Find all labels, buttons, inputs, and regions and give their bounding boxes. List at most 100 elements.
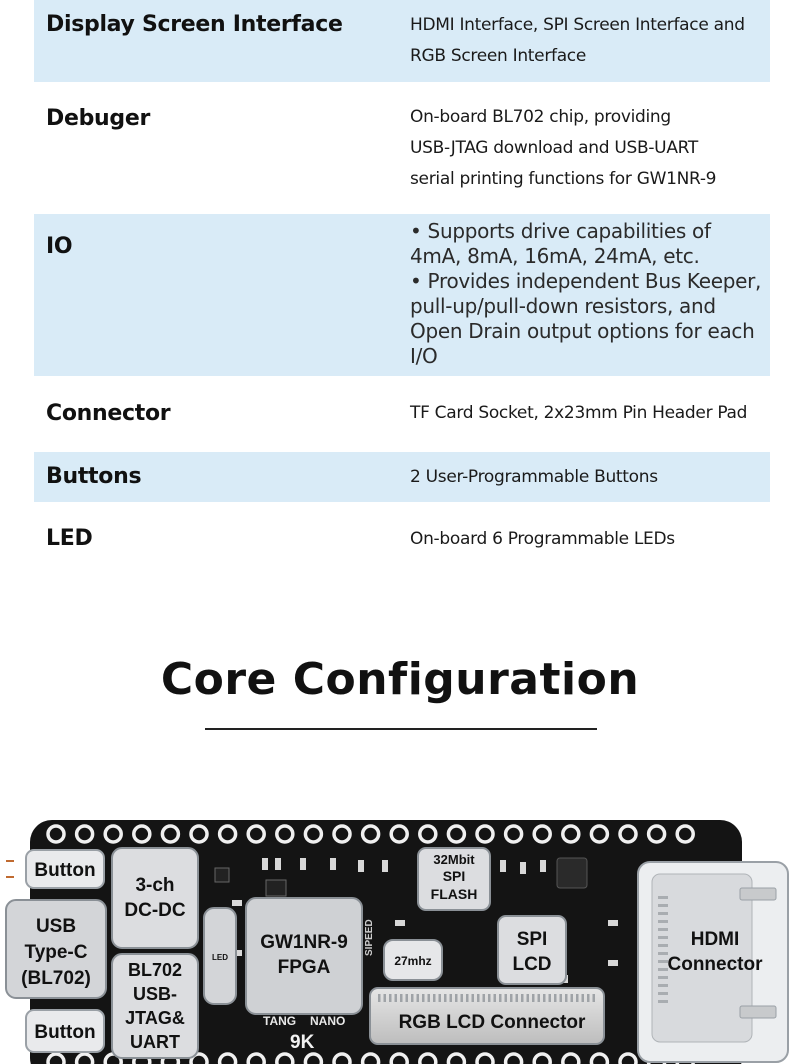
spec-value: HDMI Interface, SPI Screen Interface and… <box>410 10 745 72</box>
spec-row-buttons: Buttons 2 User-Programmable Buttons <box>34 452 770 502</box>
connector-tooth <box>576 994 579 1002</box>
connector-tooth <box>526 994 529 1002</box>
header-pin <box>561 1052 581 1064</box>
spec-label: IO <box>46 234 73 259</box>
hdmi-rib <box>658 896 668 899</box>
spec-value-line: TF Card Socket, 2x23mm Pin Header Pad <box>410 403 748 423</box>
fpga-chip <box>245 897 363 1015</box>
board-svg: Button USB Type-C (BL702) Button 3-ch DC… <box>5 820 789 1064</box>
header-pin <box>618 1052 638 1064</box>
hdmi-label-line: HDMI <box>691 929 740 950</box>
spec-value-line: serial printing functions for GW1NR-9 <box>410 169 717 189</box>
hdmi-rib <box>658 912 668 915</box>
hdmi-shell <box>651 873 753 1043</box>
header-pin <box>389 1052 409 1064</box>
connector-tooth <box>592 994 595 1002</box>
connector-tooth <box>521 994 524 1002</box>
spec-value-line: • Provides independent Bus Keeper, <box>410 269 762 293</box>
connector-tooth <box>460 994 463 1002</box>
flash-label-line: SPI <box>443 868 466 884</box>
spec-row-debugger: Debuger On-board BL702 chip, providing U… <box>34 92 770 204</box>
header-pin <box>532 1052 552 1064</box>
spi-flash-chip <box>417 847 491 911</box>
header-pin <box>503 824 524 844</box>
bl702-label-line: UART <box>130 1032 180 1052</box>
spi-lcd-label-line: SPI <box>517 929 548 950</box>
hdmi-rib <box>658 944 668 947</box>
bl702-label-line: BL702 <box>128 960 182 980</box>
hdmi-rib <box>658 968 668 971</box>
connector-tooth <box>537 994 540 1002</box>
hdmi-rib <box>658 928 668 931</box>
crystal-oscillator <box>383 939 443 981</box>
connector-tooth <box>394 994 397 1002</box>
hdmi-contacts <box>658 896 668 1003</box>
title-divider <box>205 728 597 730</box>
spec-value: TF Card Socket, 2x23mm Pin Header Pad <box>410 398 747 429</box>
hdmi-label-line: Connector <box>668 954 764 975</box>
connector-tooth <box>493 994 496 1002</box>
spec-value-line: On-board 6 Programmable LEDs <box>410 529 675 549</box>
header-pin <box>103 824 123 844</box>
connector-tooth <box>488 994 491 1002</box>
connector-tooth <box>455 994 458 1002</box>
connector-tooth <box>548 994 551 1002</box>
hdmi-rib <box>658 992 668 995</box>
header-pin <box>418 824 438 844</box>
header-pin <box>503 1052 524 1064</box>
silkscreen-sipeed: SIPEED <box>364 919 375 956</box>
ic-small <box>265 879 287 897</box>
button-top <box>25 849 105 889</box>
connector-tooth <box>433 994 436 1002</box>
header-pin <box>475 1052 495 1064</box>
inductor <box>556 857 588 889</box>
rgb-lcd-label: RGB LCD Connector <box>399 1012 586 1033</box>
header-pin <box>618 824 638 844</box>
board-illustration: Button USB Type-C (BL702) Button 3-ch DC… <box>0 800 800 1064</box>
ic-small <box>214 867 230 883</box>
fpga-label-line: FPGA <box>278 957 331 978</box>
usb-label-line: (BL702) <box>21 968 91 989</box>
header-pin <box>589 1052 610 1064</box>
spec-value-line: 2 User-Programmable Buttons <box>410 467 658 487</box>
header-pin <box>74 824 95 844</box>
spec-value-line: RGB Screen Interface <box>410 46 587 66</box>
hdmi-rib <box>658 936 668 939</box>
spec-value: • Supports drive capabilities of 4mA, 8m… <box>410 219 761 369</box>
section-title: Core Configuration <box>160 654 640 705</box>
pin-header-top <box>46 824 695 844</box>
spec-value-line: • Supports drive capabilities of <box>410 219 711 243</box>
spec-value-line: HDMI Interface, SPI Screen Interface and <box>410 15 745 35</box>
connector-tooth <box>510 994 513 1002</box>
header-pin <box>389 824 409 844</box>
spec-value-line: On-board BL702 chip, providing <box>410 107 671 127</box>
rgb-connector-teeth <box>378 994 595 1002</box>
spec-row-connector: Connector TF Card Socket, 2x23mm Pin Hea… <box>34 386 770 444</box>
hdmi-rib <box>658 920 668 923</box>
connector-tooth <box>543 994 546 1002</box>
spec-value-line: I/O <box>410 344 438 368</box>
connector-tooth <box>581 994 584 1002</box>
spec-label: Buttons <box>46 464 142 489</box>
silkscreen-9k: 9K <box>290 1032 315 1053</box>
connector-tooth <box>422 994 425 1002</box>
header-pin <box>160 824 181 844</box>
header-pin <box>360 824 381 844</box>
spec-row-led: LED On-board 6 Programmable LEDs <box>34 512 770 570</box>
header-pin <box>217 1052 238 1064</box>
spec-value: On-board BL702 chip, providing USB-JTAG … <box>410 102 716 195</box>
header-pin <box>446 824 467 844</box>
led-silkscreen: LED <box>212 953 228 962</box>
connector-tooth <box>449 994 452 1002</box>
spec-label: LED <box>46 526 93 551</box>
spec-value-line: USB-JTAG download and USB-UART <box>410 138 699 158</box>
header-pin <box>217 824 238 844</box>
dc-dc-module <box>111 847 199 949</box>
connector-tooth <box>515 994 518 1002</box>
header-pin <box>246 824 266 844</box>
header-pin <box>332 1052 352 1064</box>
connector-tooth <box>400 994 403 1002</box>
header-pin <box>189 1052 209 1064</box>
fpga-label-line: GW1NR-9 <box>260 932 348 953</box>
header-pin <box>561 824 581 844</box>
